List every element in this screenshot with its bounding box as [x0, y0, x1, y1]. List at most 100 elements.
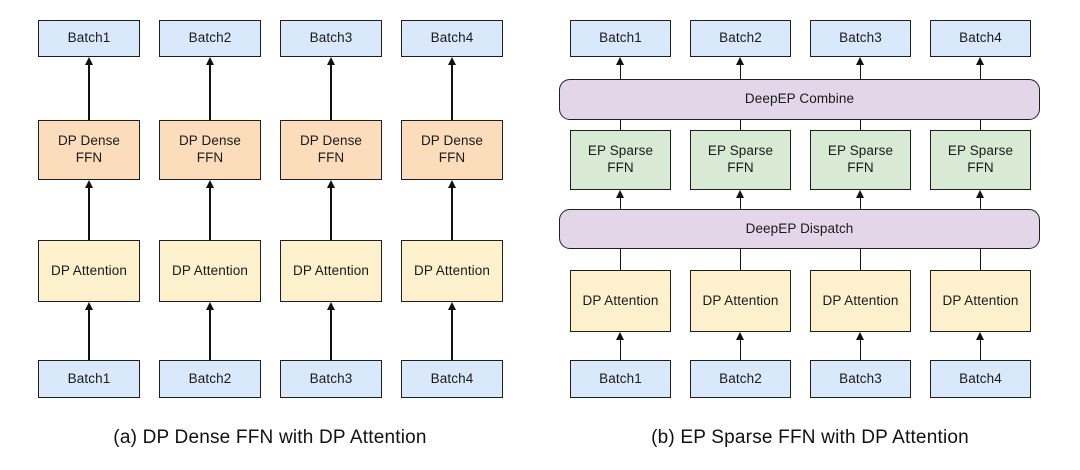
arrowhead-combine-to-output-2: [736, 57, 744, 65]
arrowhead-combine-to-output-1: [616, 57, 624, 65]
arrowhead-attention-to-ffn-3: [326, 180, 335, 188]
edge-ffn-to-combine-4: [979, 120, 982, 130]
node-label-block: DP Dense FFN: [58, 133, 120, 167]
arrowhead-combine-to-output-4: [976, 57, 984, 65]
edge-combine-to-output-1: [619, 65, 622, 79]
node-output-batch-3: Batch3: [810, 20, 911, 57]
edge-attention-to-dispatch-2: [739, 249, 742, 270]
node-label: Batch2: [719, 30, 762, 46]
node-output-batch-2: Batch2: [159, 20, 261, 57]
arrowhead-dispatch-to-ffn-2: [736, 190, 744, 198]
node-label: Batch4: [430, 370, 474, 386]
edge-input-to-attention-4: [979, 340, 982, 360]
node-label: DP Attention: [702, 292, 779, 308]
node-output-batch-1: Batch1: [38, 20, 140, 57]
edge-ffn-to-output-3: [330, 65, 332, 120]
node-label-line1: DP Dense: [178, 133, 242, 149]
node-deepep-combine: DeepEP Combine: [559, 79, 1040, 120]
arrowhead-attention-to-ffn-4: [447, 180, 456, 188]
node-ep-sparse-ffn-3: EP Sparse FFN: [810, 130, 911, 190]
node-dp-attention-2: DP Attention: [159, 240, 261, 302]
node-output-batch-2: Batch2: [690, 20, 791, 57]
panel-ep-sparse-ffn: Batch1 Batch2 Batch3 Batch4 DeepEP Combi…: [540, 0, 1080, 470]
edge-attention-to-dispatch-4: [979, 249, 982, 270]
node-label-block: DP Dense FFN: [300, 133, 362, 167]
edge-ffn-to-combine-1: [619, 120, 622, 130]
arrowhead-input-to-attention-1: [616, 332, 624, 340]
node-label: DeepEP Dispatch: [745, 220, 854, 236]
panel-a-caption: (a) DP Dense FFN with DP Attention: [113, 427, 427, 448]
arrowhead-ffn-to-output-1: [84, 57, 93, 65]
node-dp-dense-ffn-1: DP Dense FFN: [38, 120, 140, 180]
node-dp-dense-ffn-3: DP Dense FFN: [280, 120, 382, 180]
arrowhead-ffn-to-output-3: [326, 57, 335, 65]
edge-input-to-attention-1: [88, 310, 90, 360]
node-input-batch-2: Batch2: [159, 360, 261, 398]
node-input-batch-3: Batch3: [280, 360, 382, 398]
edge-input-to-attention-1: [619, 340, 622, 360]
arrowhead-input-to-attention-3: [326, 302, 335, 310]
arrowhead-ffn-to-output-2: [205, 57, 214, 65]
node-label: Batch3: [839, 370, 882, 386]
node-output-batch-4: Batch4: [401, 20, 503, 57]
node-input-batch-1: Batch1: [38, 360, 140, 398]
node-input-batch-3: Batch3: [810, 360, 911, 398]
node-label: Batch4: [959, 30, 1002, 46]
edge-combine-to-output-4: [979, 65, 982, 79]
edge-ffn-to-output-1: [88, 65, 90, 120]
node-label-line1: DP Dense: [57, 133, 121, 149]
node-label-block: DP Dense FFN: [421, 133, 483, 167]
panel-b-caption: (b) EP Sparse FFN with DP Attention: [651, 427, 969, 448]
edge-dispatch-to-ffn-2: [739, 198, 742, 209]
node-dp-attention-3: DP Attention: [280, 240, 382, 302]
node-label: DP Attention: [413, 262, 490, 278]
panel-dp-dense-ffn: Batch1 Batch2 Batch3 Batch4 DP Dense FFN…: [38, 20, 503, 448]
node-dp-attention-4: DP Attention: [930, 270, 1031, 332]
node-label-block: EP Sparse FFN: [948, 143, 1013, 177]
node-label: Batch4: [959, 370, 1002, 386]
edge-input-to-attention-4: [451, 310, 453, 360]
node-label-line1: EP Sparse: [587, 143, 654, 159]
node-label-line2: FFN: [607, 160, 634, 175]
node-dp-attention-1: DP Attention: [38, 240, 140, 302]
node-label-line1: DP Dense: [420, 133, 484, 149]
arrowhead-input-to-attention-2: [205, 302, 214, 310]
node-label: Batch3: [309, 30, 353, 46]
node-label-line2: FFN: [967, 160, 994, 175]
node-label: DP Attention: [582, 292, 659, 308]
node-label: DP Attention: [50, 262, 127, 278]
node-output-batch-3: Batch3: [280, 20, 382, 57]
edge-input-to-attention-2: [739, 340, 742, 360]
arrowhead-dispatch-to-ffn-3: [856, 190, 864, 198]
arrowhead-input-to-attention-3: [856, 332, 864, 340]
node-label: Batch1: [599, 370, 642, 386]
node-dp-dense-ffn-4: DP Dense FFN: [401, 120, 503, 180]
node-label: DP Attention: [942, 292, 1019, 308]
node-label: Batch1: [599, 30, 642, 46]
edge-ffn-to-combine-2: [739, 120, 742, 130]
node-label: Batch3: [839, 30, 882, 46]
node-label-line2: FFN: [727, 160, 754, 175]
node-label: Batch2: [188, 370, 232, 386]
arrowhead-input-to-attention-4: [976, 332, 984, 340]
node-label-block: EP Sparse FFN: [588, 143, 653, 177]
node-label: DP Attention: [292, 262, 369, 278]
node-label: Batch2: [188, 30, 232, 46]
node-label-line1: DP Dense: [299, 133, 363, 149]
edge-attention-to-ffn-3: [330, 188, 332, 242]
edge-input-to-attention-2: [209, 310, 211, 360]
arrowhead-attention-to-ffn-1: [84, 180, 93, 188]
node-label: Batch2: [719, 370, 762, 386]
node-ep-sparse-ffn-1: EP Sparse FFN: [570, 130, 671, 190]
edge-attention-to-ffn-4: [451, 188, 453, 242]
edge-dispatch-to-ffn-3: [859, 198, 862, 209]
node-label-line2: FFN: [317, 150, 345, 165]
node-input-batch-4: Batch4: [401, 360, 503, 398]
node-label: DeepEP Combine: [744, 91, 855, 107]
arrowhead-ffn-to-output-4: [447, 57, 456, 65]
edge-combine-to-output-2: [739, 65, 742, 79]
edge-attention-to-dispatch-1: [619, 249, 622, 270]
edge-dispatch-to-ffn-4: [979, 198, 982, 209]
node-dp-attention-2: DP Attention: [690, 270, 791, 332]
arrowhead-input-to-attention-4: [447, 302, 456, 310]
